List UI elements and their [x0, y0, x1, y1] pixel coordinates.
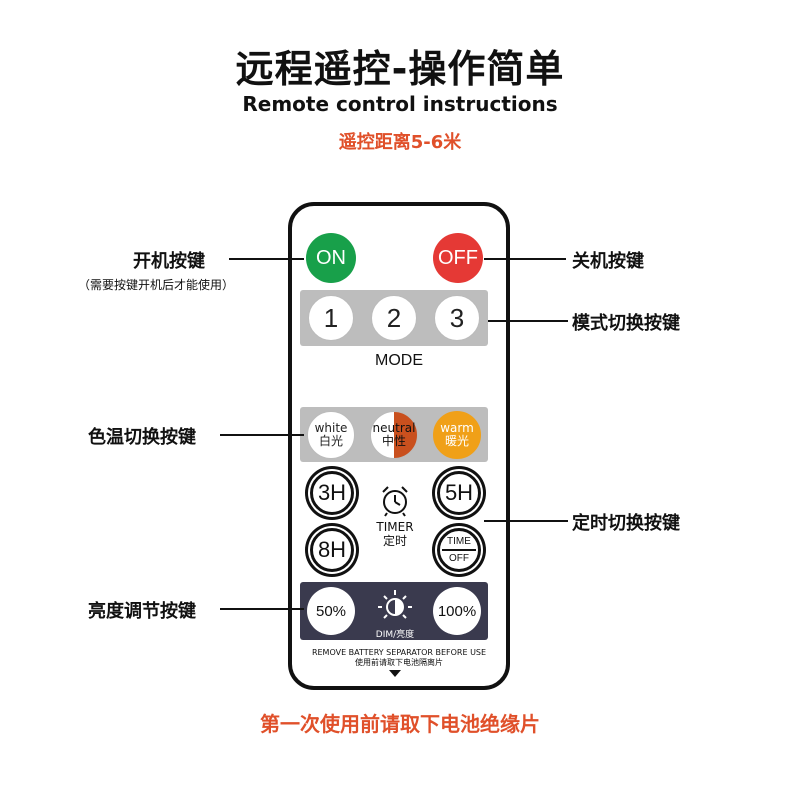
- timer-5h-label: 5H: [444, 480, 474, 505]
- white-zh-label: 白光: [318, 434, 343, 448]
- remote-range-text: 遥控距离5-6米: [338, 132, 462, 153]
- mode-1-label: 1: [323, 302, 339, 333]
- timer-5h-button[interactable]: 5H: [437, 471, 481, 515]
- white-en-label: white: [314, 421, 348, 435]
- timer-center: TIMER 定时: [360, 483, 430, 548]
- callout-line-mode: [488, 320, 568, 322]
- white-light-button[interactable]: white 白光: [307, 411, 355, 459]
- warm-zh-label: 暖光: [444, 434, 469, 448]
- timer-label-en: TIMER: [376, 520, 414, 534]
- mode-1-button[interactable]: 1: [308, 295, 354, 341]
- callout-line-off: [484, 258, 566, 260]
- callout-power-on-note: （需要按键开机后才能使用）: [78, 278, 235, 292]
- neutral-light-button[interactable]: neutral 中性: [370, 411, 418, 459]
- timer-8h-button[interactable]: 8H: [310, 528, 354, 572]
- dim-100-label: 100%: [437, 602, 477, 620]
- mode-3-label: 3: [449, 302, 465, 333]
- callout-mode: 模式切换按键: [572, 313, 680, 334]
- warm-light-button[interactable]: warm 暖光: [433, 411, 481, 459]
- off-label: OFF: [438, 246, 478, 269]
- timer-off-button[interactable]: TIME OFF: [437, 528, 481, 572]
- timer-off-bottom-label: OFF: [449, 553, 469, 564]
- mode-3-button[interactable]: 3: [434, 295, 480, 341]
- alarm-clock-icon: [382, 486, 408, 517]
- dim-100-button[interactable]: 100%: [433, 587, 481, 635]
- on-label: ON: [316, 246, 346, 269]
- callout-line-brightness: [220, 608, 304, 610]
- timer-off-divider: [442, 549, 476, 551]
- timer-3h-button[interactable]: 3H: [310, 471, 354, 515]
- off-button[interactable]: OFF: [433, 233, 483, 283]
- battery-notice: REMOVE BATTERY SEPARATOR BEFORE USE 使用前请…: [288, 648, 510, 668]
- callout-line-color: [220, 434, 304, 436]
- dim-label: DIM/亮度: [375, 630, 415, 640]
- warm-en-label: warm: [440, 421, 474, 435]
- dim-50-label: 50%: [315, 602, 347, 620]
- battery-notice-en: REMOVE BATTERY SEPARATOR BEFORE USE: [311, 648, 487, 657]
- mode-2-button[interactable]: 2: [371, 295, 417, 341]
- mode-2-label: 2: [386, 302, 402, 333]
- mode-label: MODE: [375, 352, 423, 369]
- timer-8h-label: 8H: [317, 537, 347, 562]
- on-button[interactable]: ON: [306, 233, 356, 283]
- callout-color: 色温切换按键: [88, 427, 196, 448]
- callout-power-on: 开机按键: [133, 251, 205, 272]
- battery-notice-zh: 使用前请取下电池隔离片: [355, 658, 443, 667]
- callout-power-off: 关机按键: [572, 251, 644, 272]
- timer-3h-label: 3H: [317, 480, 347, 505]
- neutral-en-label: neutral: [372, 421, 416, 435]
- page-subtitle: Remote control instructions: [242, 92, 558, 116]
- page-title: 远程遥控-操作简单: [235, 47, 565, 91]
- neutral-zh-label: 中性: [381, 434, 406, 448]
- dim-50-button[interactable]: 50%: [307, 587, 355, 635]
- callout-timer: 定时切换按键: [572, 513, 680, 534]
- dim-center: DIM/亮度: [362, 588, 428, 640]
- callout-brightness: 亮度调节按键: [88, 601, 196, 622]
- timer-off-top-label: TIME: [447, 536, 471, 547]
- down-arrow-icon: [389, 670, 401, 677]
- timer-label-zh: 定时: [382, 534, 407, 548]
- brightness-icon: [378, 590, 412, 619]
- callout-line-timer: [484, 520, 568, 522]
- callout-line-on: [229, 258, 304, 260]
- footer-notice: 第一次使用前请取下电池绝缘片: [260, 712, 540, 736]
